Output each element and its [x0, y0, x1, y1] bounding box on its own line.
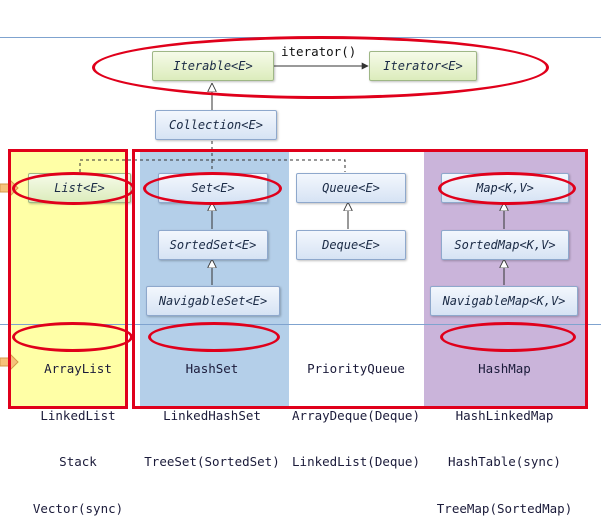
collection-box: Collection<E> — [155, 110, 277, 140]
dashed-tree — [79, 141, 346, 172]
map-ellipse — [438, 172, 576, 205]
sortedmap-box: SortedMap<K,V> — [441, 230, 569, 260]
queue-box: Queue<E> — [296, 173, 406, 203]
hashset-ellipse — [148, 322, 280, 352]
set-impl-hashset: HashSet — [185, 361, 239, 376]
queue-impl-priorityqueue: PriorityQueue — [307, 361, 405, 376]
frame-bottom-line — [0, 324, 601, 325]
right-highlight-rect — [132, 149, 588, 409]
map-impl-treemap: TreeMap(SortedMap) — [436, 500, 573, 516]
queue-impl-arraydeque: ArrayDeque(Deque) — [292, 407, 420, 423]
list-highlight-rect — [8, 149, 128, 409]
iterable-iterator-ellipse — [92, 36, 549, 99]
list-impl-stack: Stack — [59, 454, 97, 469]
map-impl-hashlinkedmap: HashLinkedMap — [455, 407, 554, 423]
list-impl-linkedlist: LinkedList — [40, 407, 116, 423]
arraylist-ellipse — [12, 322, 133, 352]
list-impl-arraylist: ArrayList — [44, 361, 112, 376]
list-impl-vector: Vector(sync) — [32, 500, 124, 516]
map-impl-hashtable: HashTable(sync) — [448, 454, 561, 469]
navigablemap-box: NavigableMap<K,V> — [430, 286, 578, 316]
map-impl-hashmap: HashMap — [478, 361, 531, 376]
list-ellipse — [12, 172, 135, 205]
hashmap-ellipse — [440, 322, 576, 352]
sortedset-box: SortedSet<E> — [158, 230, 268, 260]
deque-box: Deque<E> — [296, 230, 406, 260]
set-ellipse — [143, 172, 282, 205]
navigableset-box: NavigableSet<E> — [146, 286, 280, 316]
set-impl-linkedhashset: LinkedHashSet — [163, 407, 261, 423]
set-impl-treeset: TreeSet(SortedSet) — [144, 454, 280, 469]
queue-impl-linkedlist: LinkedList(Deque) — [292, 454, 420, 469]
